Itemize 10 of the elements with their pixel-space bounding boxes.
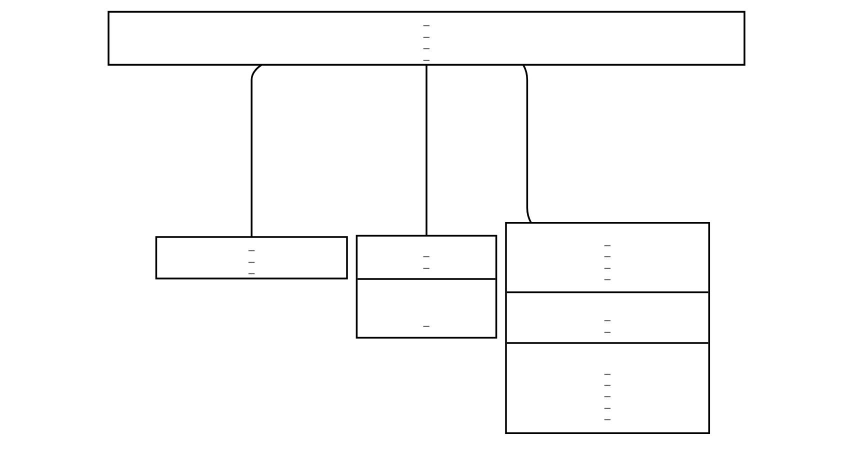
connector (425, 64, 427, 236)
node-text: _ _ _ _ (604, 234, 610, 282)
connector (250, 64, 262, 237)
node-box: _ _ _ _ (107, 10, 745, 66)
node-text: _ _ _ _ _ (604, 363, 610, 422)
connector (522, 64, 532, 224)
node-text: _ _ (604, 310, 610, 334)
node-text: _ (422, 316, 429, 328)
node-text: _ _ (422, 246, 429, 270)
node-box: _ _ _ (154, 236, 348, 280)
